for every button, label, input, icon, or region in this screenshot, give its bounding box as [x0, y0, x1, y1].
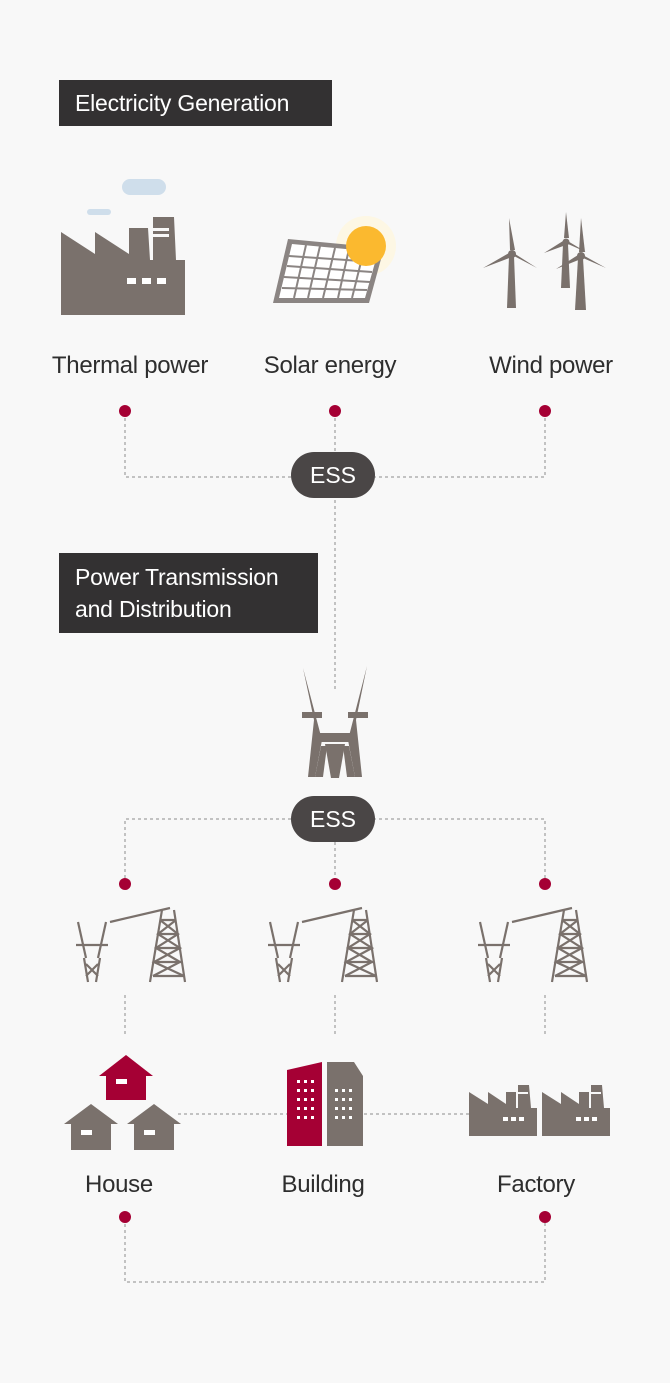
- dot-right: [539, 878, 551, 890]
- house-icon: [64, 1055, 181, 1150]
- factory-icon: [61, 179, 185, 315]
- label-wind-power: Wind power: [489, 352, 613, 379]
- section-title-generation: Electricity Generation: [59, 80, 332, 126]
- dot-solar: [329, 405, 341, 417]
- solar-panel-icon: [273, 216, 396, 303]
- line-ess-to-right: [375, 818, 546, 884]
- pylon-pair-left: [76, 906, 187, 983]
- ess-badge-generation: ESS: [291, 452, 375, 498]
- line-wind-to-ess: [375, 412, 546, 478]
- factory-consumer-icon: [469, 1085, 610, 1136]
- wind-turbine-icon: [483, 212, 606, 310]
- pylon-pair-center: [268, 906, 379, 983]
- section-title-transmission: Power Transmission and Distribution: [59, 553, 318, 633]
- label-solar-energy: Solar energy: [263, 352, 397, 379]
- label-thermal-power: Thermal power: [51, 352, 209, 379]
- line-house-to-factory: [124, 1218, 546, 1283]
- connection-lines: [124, 412, 546, 1283]
- building-icon: [287, 1062, 363, 1146]
- label-house: House: [85, 1171, 153, 1198]
- generation-title-text: Electricity Generation: [75, 90, 290, 116]
- label-factory: Factory: [497, 1171, 575, 1198]
- line-ess-to-left: [124, 818, 295, 884]
- dot-factory: [539, 1211, 551, 1223]
- transmission-title-line2: and Distribution: [75, 596, 232, 622]
- sun-icon: [346, 226, 386, 266]
- label-building: Building: [281, 1171, 365, 1198]
- dot-house: [119, 1211, 131, 1223]
- dot-center: [329, 878, 341, 890]
- pylon-pair-right: [478, 906, 589, 983]
- line-thermal-to-ess: [124, 412, 295, 478]
- dot-thermal: [119, 405, 131, 417]
- connection-dots: [119, 405, 551, 1223]
- ess-badge-distribution: ESS: [291, 796, 375, 842]
- transmission-title-line1: Power Transmission: [75, 564, 279, 590]
- dot-wind: [539, 405, 551, 417]
- power-pylon-icon: [76, 906, 589, 983]
- dot-left: [119, 878, 131, 890]
- transmission-tower-icon: [302, 666, 368, 778]
